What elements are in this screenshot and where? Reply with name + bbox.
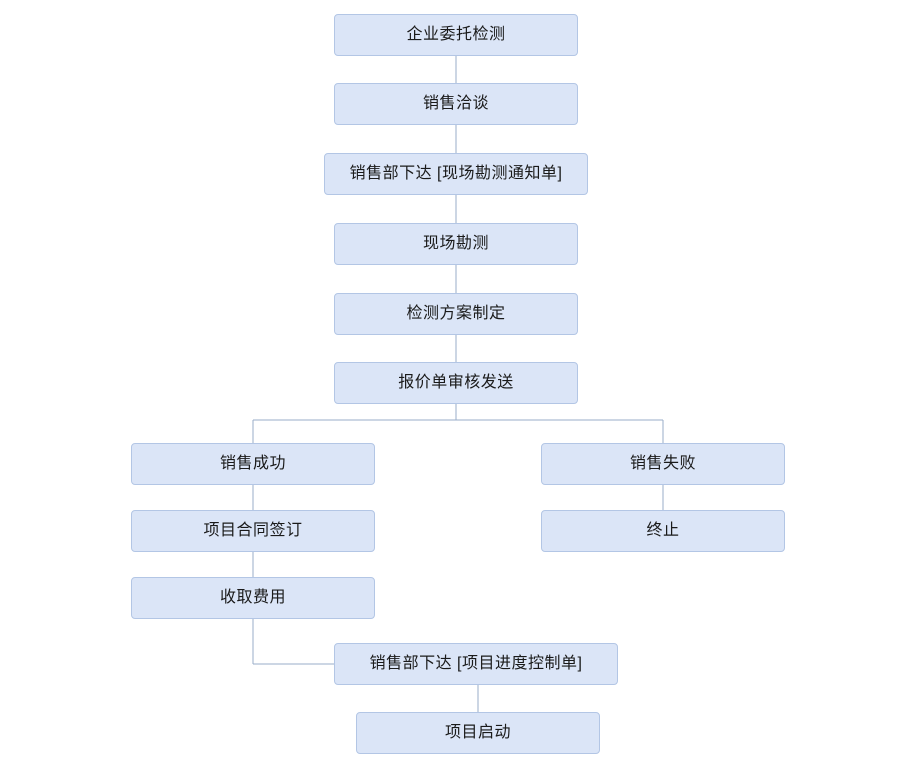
node-collect-fee[interactable]: 收取费用 [131,577,375,619]
node-contract-signing[interactable]: 项目合同签订 [131,510,375,552]
node-terminate[interactable]: 终止 [541,510,785,552]
node-enterprise-commission[interactable]: 企业委托检测 [334,14,578,56]
node-sales-failure[interactable]: 销售失败 [541,443,785,485]
node-project-start[interactable]: 项目启动 [356,712,600,754]
node-test-plan[interactable]: 检测方案制定 [334,293,578,335]
node-sales-negotiation[interactable]: 销售洽谈 [334,83,578,125]
node-sales-dept-progress-control[interactable]: 销售部下达 [项目进度控制单] [334,643,618,685]
node-sales-dept-survey-notice[interactable]: 销售部下达 [现场勘测通知单] [324,153,588,195]
node-sales-success[interactable]: 销售成功 [131,443,375,485]
node-quotation-review-send[interactable]: 报价单审核发送 [334,362,578,404]
node-site-survey[interactable]: 现场勘测 [334,223,578,265]
